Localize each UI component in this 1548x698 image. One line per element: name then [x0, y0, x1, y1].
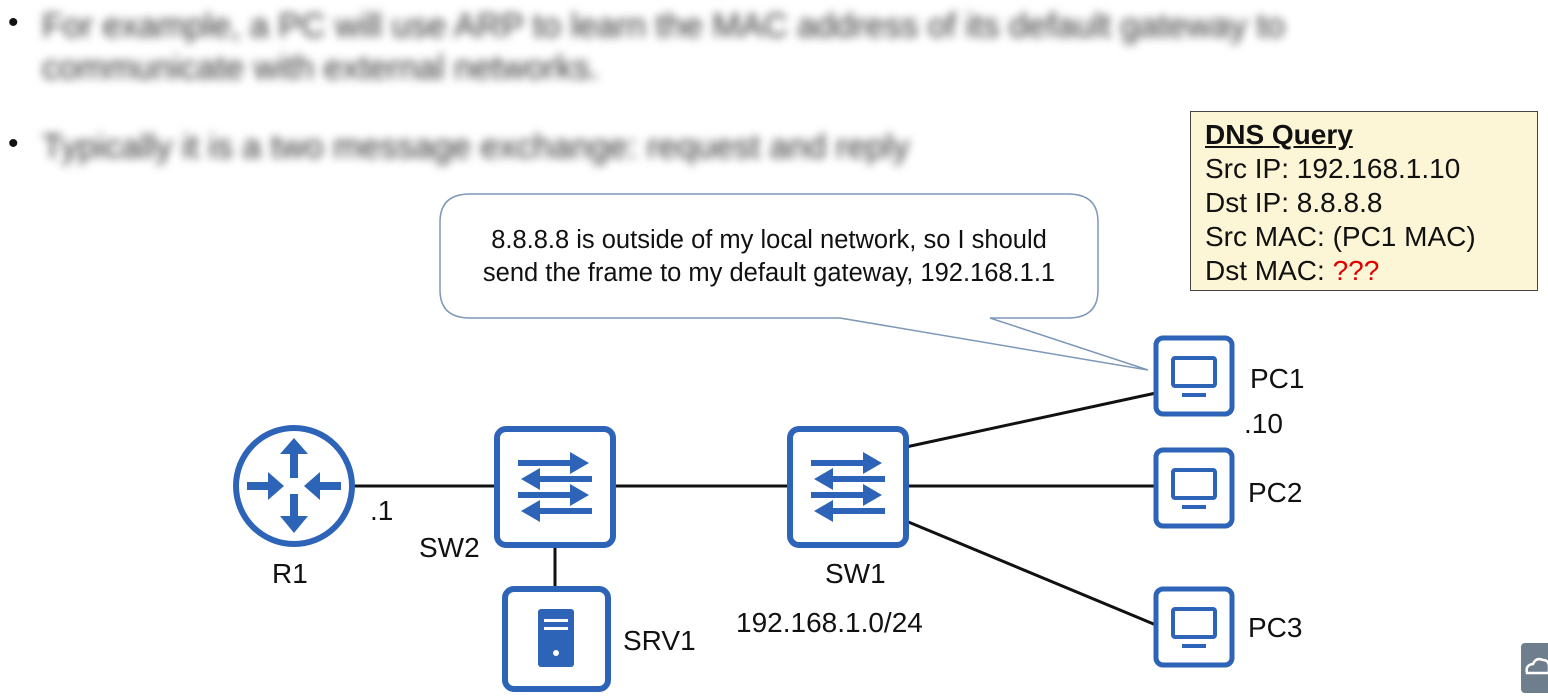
speech-bubble — [439, 193, 1149, 371]
src-mac-label: Src MAC: — [1205, 221, 1325, 252]
dns-query-title: DNS Query — [1205, 119, 1353, 150]
speech-bubble-line-1: 8.8.8.8 is outside of my local network, … — [491, 226, 1047, 254]
bullet-1-line-2: communicate with external networks. — [42, 49, 600, 87]
link-sw1-pc3 — [905, 519, 1157, 627]
pc-icon — [1153, 335, 1235, 417]
bullet-marker-1: • — [8, 6, 19, 39]
switch-icon — [494, 426, 616, 548]
src-ip-row: Src IP: 192.168.1.10 — [1205, 152, 1537, 186]
bullet-marker-2: • — [8, 127, 19, 160]
dst-mac-row: Dst MAC: ??? — [1205, 254, 1537, 288]
pc1-ip-label: .10 — [1244, 408, 1283, 439]
dst-ip-row: Dst IP: 8.8.8.8 — [1205, 186, 1537, 220]
pc-icon — [1153, 447, 1235, 529]
dns-query-box: DNS Query Src IP: 192.168.1.10 Dst IP: 8… — [1190, 111, 1538, 291]
dst-ip-value: 8.8.8.8 — [1296, 187, 1383, 218]
dst-mac-value: ??? — [1332, 255, 1380, 286]
speech-bubble-text: 8.8.8.8 is outside of my local network, … — [440, 224, 1098, 290]
r1-label: R1 — [272, 558, 308, 589]
src-mac-value: (PC1 MAC) — [1332, 221, 1476, 252]
bullet-2-line-1: Typically it is a two message exchange: … — [42, 128, 910, 166]
src-ip-value: 192.168.1.10 — [1296, 153, 1461, 184]
sw1-label: SW1 — [825, 558, 886, 589]
pc1-label: PC1 — [1250, 363, 1304, 394]
server-icon — [502, 586, 611, 692]
dst-ip-label: Dst IP: — [1205, 187, 1290, 218]
cloud-icon[interactable] — [1521, 643, 1548, 693]
switch-icon — [787, 426, 909, 548]
src-mac-row: Src MAC: (PC1 MAC) — [1205, 220, 1537, 254]
speech-bubble-line-2: send the frame to my default gateway, 19… — [482, 259, 1056, 287]
srv1-label: SRV1 — [623, 625, 696, 656]
r1-ip-label: .1 — [370, 495, 393, 526]
pc2-label: PC2 — [1248, 477, 1302, 508]
src-ip-label: Src IP: — [1205, 153, 1290, 184]
link-sw1-pc1 — [905, 391, 1157, 449]
network-label: 192.168.1.0/24 — [736, 607, 923, 638]
pc-icon — [1153, 586, 1235, 668]
sw2-label: SW2 — [419, 532, 480, 563]
router-icon — [233, 425, 355, 547]
bullet-1-line-1: For example, a PC will use ARP to learn … — [42, 7, 1285, 45]
dst-mac-label: Dst MAC: — [1205, 255, 1325, 286]
pc3-label: PC3 — [1248, 612, 1302, 643]
links — [354, 391, 1157, 627]
